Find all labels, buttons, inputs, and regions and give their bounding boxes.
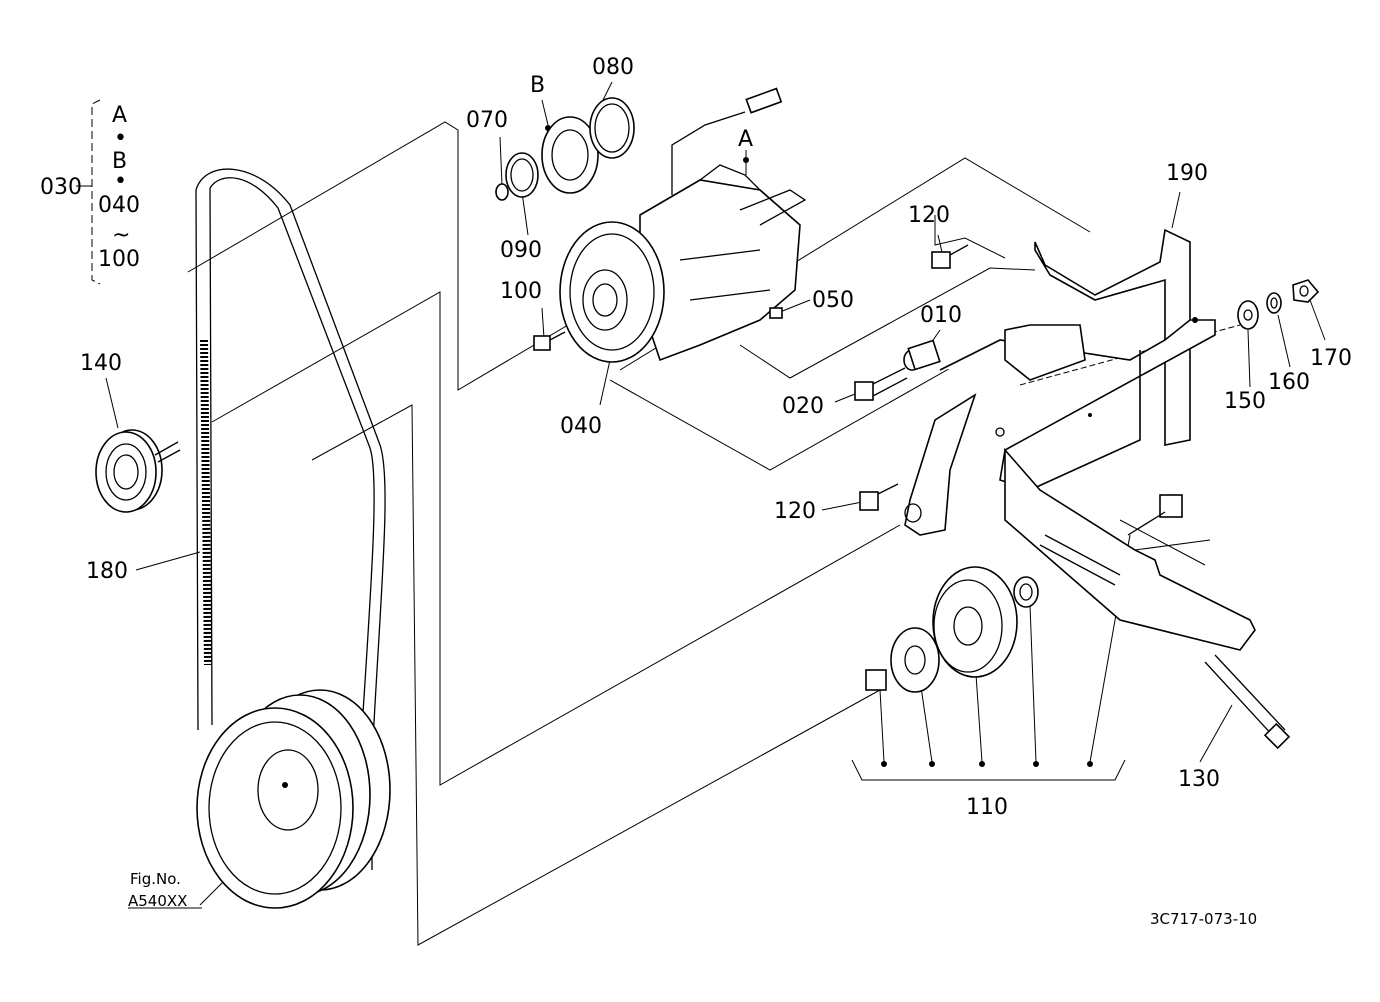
callout-180: 180 <box>86 559 128 584</box>
washers-150-160-170 <box>1237 279 1320 330</box>
callout-050: 050 <box>812 288 854 313</box>
bracket-190 <box>904 228 1256 651</box>
callout-150: 150 <box>1224 389 1266 414</box>
v-belt <box>195 168 386 870</box>
kit-label-dot1: • <box>114 126 127 151</box>
labels: 030 A • B • 040 ~ 100 070 B 080 A 090 10… <box>40 55 1352 928</box>
idler-pulley-140 <box>95 429 181 513</box>
kit-bracket-030 <box>76 99 101 285</box>
callout-080: 080 <box>592 55 634 80</box>
tension-pulley-110 <box>865 566 1039 693</box>
callout-190: 190 <box>1166 161 1208 186</box>
callout-020: 020 <box>782 394 824 419</box>
crank-pulley <box>196 689 391 909</box>
callout-110: 110 <box>966 795 1008 820</box>
kit-label-dot2: • <box>114 169 127 194</box>
fig-ref-line2: A540XX <box>128 892 187 910</box>
callout-170: 170 <box>1310 346 1352 371</box>
bolts <box>533 244 1291 750</box>
marker-a: A <box>738 127 753 152</box>
callout-160: 160 <box>1268 370 1310 395</box>
callout-140: 140 <box>80 351 122 376</box>
fig-ref-line1: Fig.No. <box>130 870 181 888</box>
callout-070: 070 <box>466 108 508 133</box>
compressor-040 <box>559 87 807 363</box>
callout-030: 030 <box>40 175 82 200</box>
kit-label-b: B <box>112 149 127 174</box>
callout-130: 130 <box>1178 767 1220 792</box>
clutch-parts <box>495 97 635 201</box>
kit-label-tilde: ~ <box>112 223 130 248</box>
callout-120-lower: 120 <box>774 499 816 524</box>
leader-lines <box>105 81 1326 946</box>
kit-label-from: 040 <box>98 193 140 218</box>
callout-090: 090 <box>500 238 542 263</box>
marker-b: B <box>530 73 545 98</box>
callout-100: 100 <box>500 279 542 304</box>
callout-010: 010 <box>920 303 962 328</box>
kit-label-a: A <box>112 103 127 128</box>
callout-120-upper: 120 <box>908 203 950 228</box>
kit-label-to: 100 <box>98 247 140 272</box>
diagram-id: 3C717-073-10 <box>1150 910 1257 928</box>
callout-040: 040 <box>560 414 602 439</box>
